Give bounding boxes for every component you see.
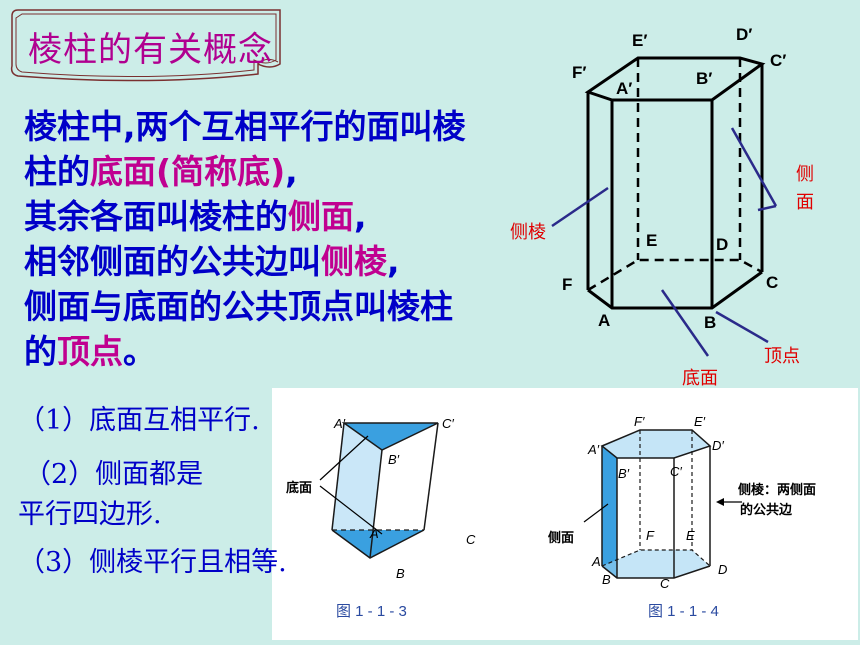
definition-line-4: 侧面与底面的公共顶点叫棱柱的顶点。	[24, 284, 484, 374]
vertex-C: C	[766, 273, 778, 292]
vertex-A: A	[598, 311, 610, 330]
vertex-B: B	[704, 313, 716, 332]
fig4-vertex-B1: B′	[618, 466, 630, 481]
vertex-F: F	[562, 275, 572, 294]
vertex-A1: A′	[616, 79, 632, 98]
property-2a: （2）侧面都是	[24, 459, 204, 490]
fig4-vertex-D: D	[718, 562, 727, 577]
figure-panel: A′ C′ B′ A C B 底面 图 1 - 1 - 3	[272, 388, 858, 640]
figures: A′ C′ B′ A C B 底面 图 1 - 1 - 3	[286, 414, 816, 620]
fig4-vertex-A1: A′	[587, 442, 600, 457]
fig4-caption: 图 1 - 1 - 4	[648, 603, 719, 620]
pointer-side-edge	[551, 186, 609, 228]
fig4-vertex-A: A	[591, 554, 601, 569]
label-base: 底面	[682, 368, 718, 388]
scroll-frame-icon	[10, 9, 281, 82]
label-vertex: 顶点	[764, 346, 800, 366]
definition-line-3: 相邻侧面的公共边叫侧棱,	[24, 239, 484, 284]
fig3-vertex-C: C	[466, 532, 476, 547]
vertex-F1: F′	[572, 63, 586, 82]
label-side-face-2: 面	[796, 192, 814, 212]
fig4-vertex-E1: E′	[694, 414, 706, 429]
fig3-label-base: 底面	[286, 480, 312, 495]
definition-p3: 相邻侧面的公共边叫	[24, 242, 321, 281]
definition-p4: 侧面与底面的公共顶点叫棱柱的	[24, 287, 453, 371]
fig4-vertex-C1: C′	[670, 464, 682, 479]
triangular-prism-figure: A′ C′ B′ A C B 底面 图 1 - 1 - 3	[286, 416, 476, 620]
fig4-vertex-D1: D′	[712, 438, 724, 453]
fig3-vertex-A1: A′	[333, 416, 346, 431]
fig4-vertex-F1: F′	[634, 414, 645, 429]
definition-p1-end: ,	[285, 152, 298, 191]
definition-p4-end: 。	[123, 332, 156, 371]
fig3-vertex-C1: C′	[442, 416, 454, 431]
term-vertex: 顶点	[57, 332, 123, 371]
term-base: 底面(简称底)	[90, 152, 286, 191]
term-side-edge: 侧棱	[321, 242, 387, 281]
fig4-label-side-edge-2: 的公共边	[740, 502, 793, 517]
definition-p3-end: ,	[387, 242, 400, 281]
definition-p2-end: ,	[354, 197, 367, 236]
term-side-face: 侧面	[288, 197, 354, 236]
property-2b: 平行四边形.	[18, 499, 162, 530]
vertex-D: D	[716, 235, 728, 254]
page-title: 棱柱的有关概念	[28, 30, 273, 70]
fig4-label-side-edge: 侧棱：两侧面	[738, 482, 816, 497]
definition-p2: 其余各面叫棱柱的	[24, 197, 288, 236]
title-banner: 棱柱的有关概念	[8, 4, 286, 86]
definition-line-2: 其余各面叫棱柱的侧面,	[24, 194, 484, 239]
fig4-vertex-F: F	[646, 528, 655, 543]
fig4-vertex-C: C	[660, 576, 670, 591]
property-3: （3）侧棱平行且相等.	[18, 547, 287, 578]
fig4-label-side-face: 侧面	[548, 530, 574, 545]
fig3-caption: 图 1 - 1 - 3	[336, 603, 407, 620]
property-1: （1）底面互相平行.	[18, 405, 260, 436]
vertex-D1: D′	[736, 25, 752, 44]
vertex-B1: B′	[696, 69, 712, 88]
fig4-vertex-B: B	[602, 572, 611, 587]
label-side-edge: 侧棱	[510, 222, 546, 242]
vertex-E: E	[646, 231, 657, 250]
hex-prism-figure: F′ E′ A′ D′ B′ C′ F E A B C D 侧面 侧棱：两侧面 …	[548, 414, 816, 620]
fig3-vertex-A: A	[369, 526, 379, 541]
fig3-vertex-B1: B′	[388, 452, 400, 467]
fig4-vertex-E: E	[686, 528, 695, 543]
definition-line-1: 棱柱中,两个互相平行的面叫棱柱的底面(简称底),	[24, 104, 484, 194]
definition-p1: 棱柱中,两个互相平行的面叫棱柱的	[24, 107, 466, 191]
vertex-C1: C′	[770, 51, 786, 70]
definition-text: 棱柱中,两个互相平行的面叫棱柱的底面(简称底), 其余各面叫棱柱的侧面, 相邻侧…	[24, 104, 484, 374]
label-side-face-1: 侧	[796, 164, 814, 184]
fig3-vertex-B: B	[396, 566, 405, 581]
hex-prism-diagram: E′ D′ F′ A′ B′ C′ E D F C A B 侧 面 侧棱 顶点 …	[510, 25, 814, 388]
vertex-E1: E′	[632, 31, 647, 50]
